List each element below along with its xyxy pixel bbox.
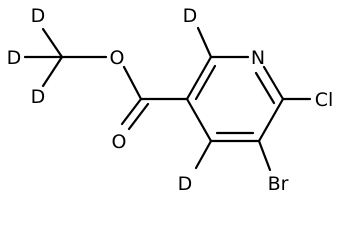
atom-d-methyl-bottom: D [31,86,46,108]
chemical-structure-diagram: D D D O O D N Cl D Br [7,5,334,195]
bond-c2-deuterium [196,26,213,59]
atom-ring-nitrogen: N [251,47,265,69]
atom-carbonyl-oxygen: O [112,131,127,153]
bond-ring-c6-c5 [257,97,285,143]
atom-d-methyl-left: D [7,47,22,69]
bond-ring-c4-c3 [185,97,213,143]
bond-c4-deuterium [194,139,213,170]
atom-d-ring-bottom: D [178,173,193,195]
bonds [23,26,312,172]
bond-ring-n-c6 [262,65,285,101]
bond-carbonyl-double-outer [120,97,143,126]
bond-carbonyl-double-inner [127,102,150,131]
atom-bromine: Br [268,173,289,195]
bond-ester-oxygen-carbonyl-carbon [122,65,143,101]
atom-chlorine: Cl [315,89,334,111]
bond-c5-bromine [257,139,272,172]
atom-d-methyl-top: D [31,5,46,27]
bond-methyl-d-bottom [41,55,64,88]
atom-d-ring-top: D [183,5,198,27]
atom-labels: D D D O O D N Cl D Br [7,5,334,195]
bond-ring-n-c6-inner [254,71,276,105]
bond-methyl-d-top [41,27,64,59]
bond-ring-c3-c2 [185,55,213,101]
atom-ester-oxygen: O [110,47,125,69]
bond-ring-c3-c2-inner [194,64,217,101]
